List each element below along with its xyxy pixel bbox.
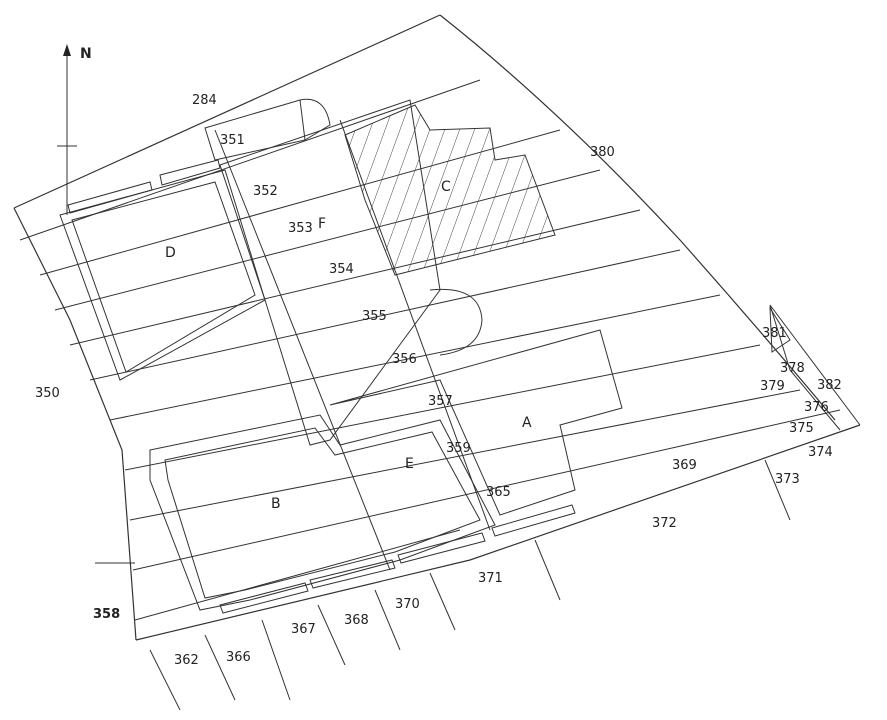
parcel-366-label: 366 <box>226 650 251 665</box>
block-e-label: E <box>405 456 414 472</box>
site-boundary <box>13 14 861 641</box>
parcel-353-label: 353 <box>288 221 313 236</box>
parcel-369-label: 369 <box>672 458 697 473</box>
parcel-374-label: 374 <box>808 445 833 460</box>
parcel-362-label: 362 <box>174 653 199 668</box>
parcel-354-label: 354 <box>329 262 354 277</box>
north-label: N <box>80 46 92 62</box>
parcel-labels: 284 351 352 353 354 355 356 357 359 365 … <box>35 93 842 668</box>
parcel-lines <box>19 79 841 711</box>
north-arrow-icon <box>57 44 77 215</box>
parcel-359-label: 359 <box>446 441 471 456</box>
block-labels: A B C D E F <box>165 179 532 512</box>
parcel-355-label: 355 <box>362 309 387 324</box>
block-a-label: A <box>522 415 532 431</box>
parcel-365-label: 365 <box>486 485 511 500</box>
building-outlines <box>59 98 791 614</box>
parcel-372-label: 372 <box>652 516 677 531</box>
parcel-379-label: 379 <box>760 379 785 394</box>
parcel-358-label: 358 <box>93 607 120 622</box>
parcel-356-label: 356 <box>392 352 417 367</box>
parcel-357-label: 357 <box>428 394 453 409</box>
parcel-381-label: 381 <box>762 326 787 341</box>
parcel-376-label: 376 <box>804 400 829 415</box>
parcel-284-label: 284 <box>192 93 217 108</box>
parcel-373-label: 373 <box>775 472 800 487</box>
block-f-label: F <box>318 216 326 232</box>
parcel-380-label: 380 <box>590 145 615 160</box>
parcel-370-label: 370 <box>395 597 420 612</box>
block-d-label: D <box>165 245 176 261</box>
parcel-371-label: 371 <box>478 571 503 586</box>
parcel-351-label: 351 <box>220 133 245 148</box>
parcel-350-label: 350 <box>35 386 60 401</box>
block-c-label: C <box>441 179 451 195</box>
parcel-382-label: 382 <box>817 378 842 393</box>
block-b-label: B <box>271 496 281 512</box>
parcel-368-label: 368 <box>344 613 369 628</box>
parcel-378-label: 378 <box>780 361 805 376</box>
parcel-375-label: 375 <box>789 421 814 436</box>
parcel-367-label: 367 <box>291 622 316 637</box>
parcel-352-label: 352 <box>253 184 278 199</box>
